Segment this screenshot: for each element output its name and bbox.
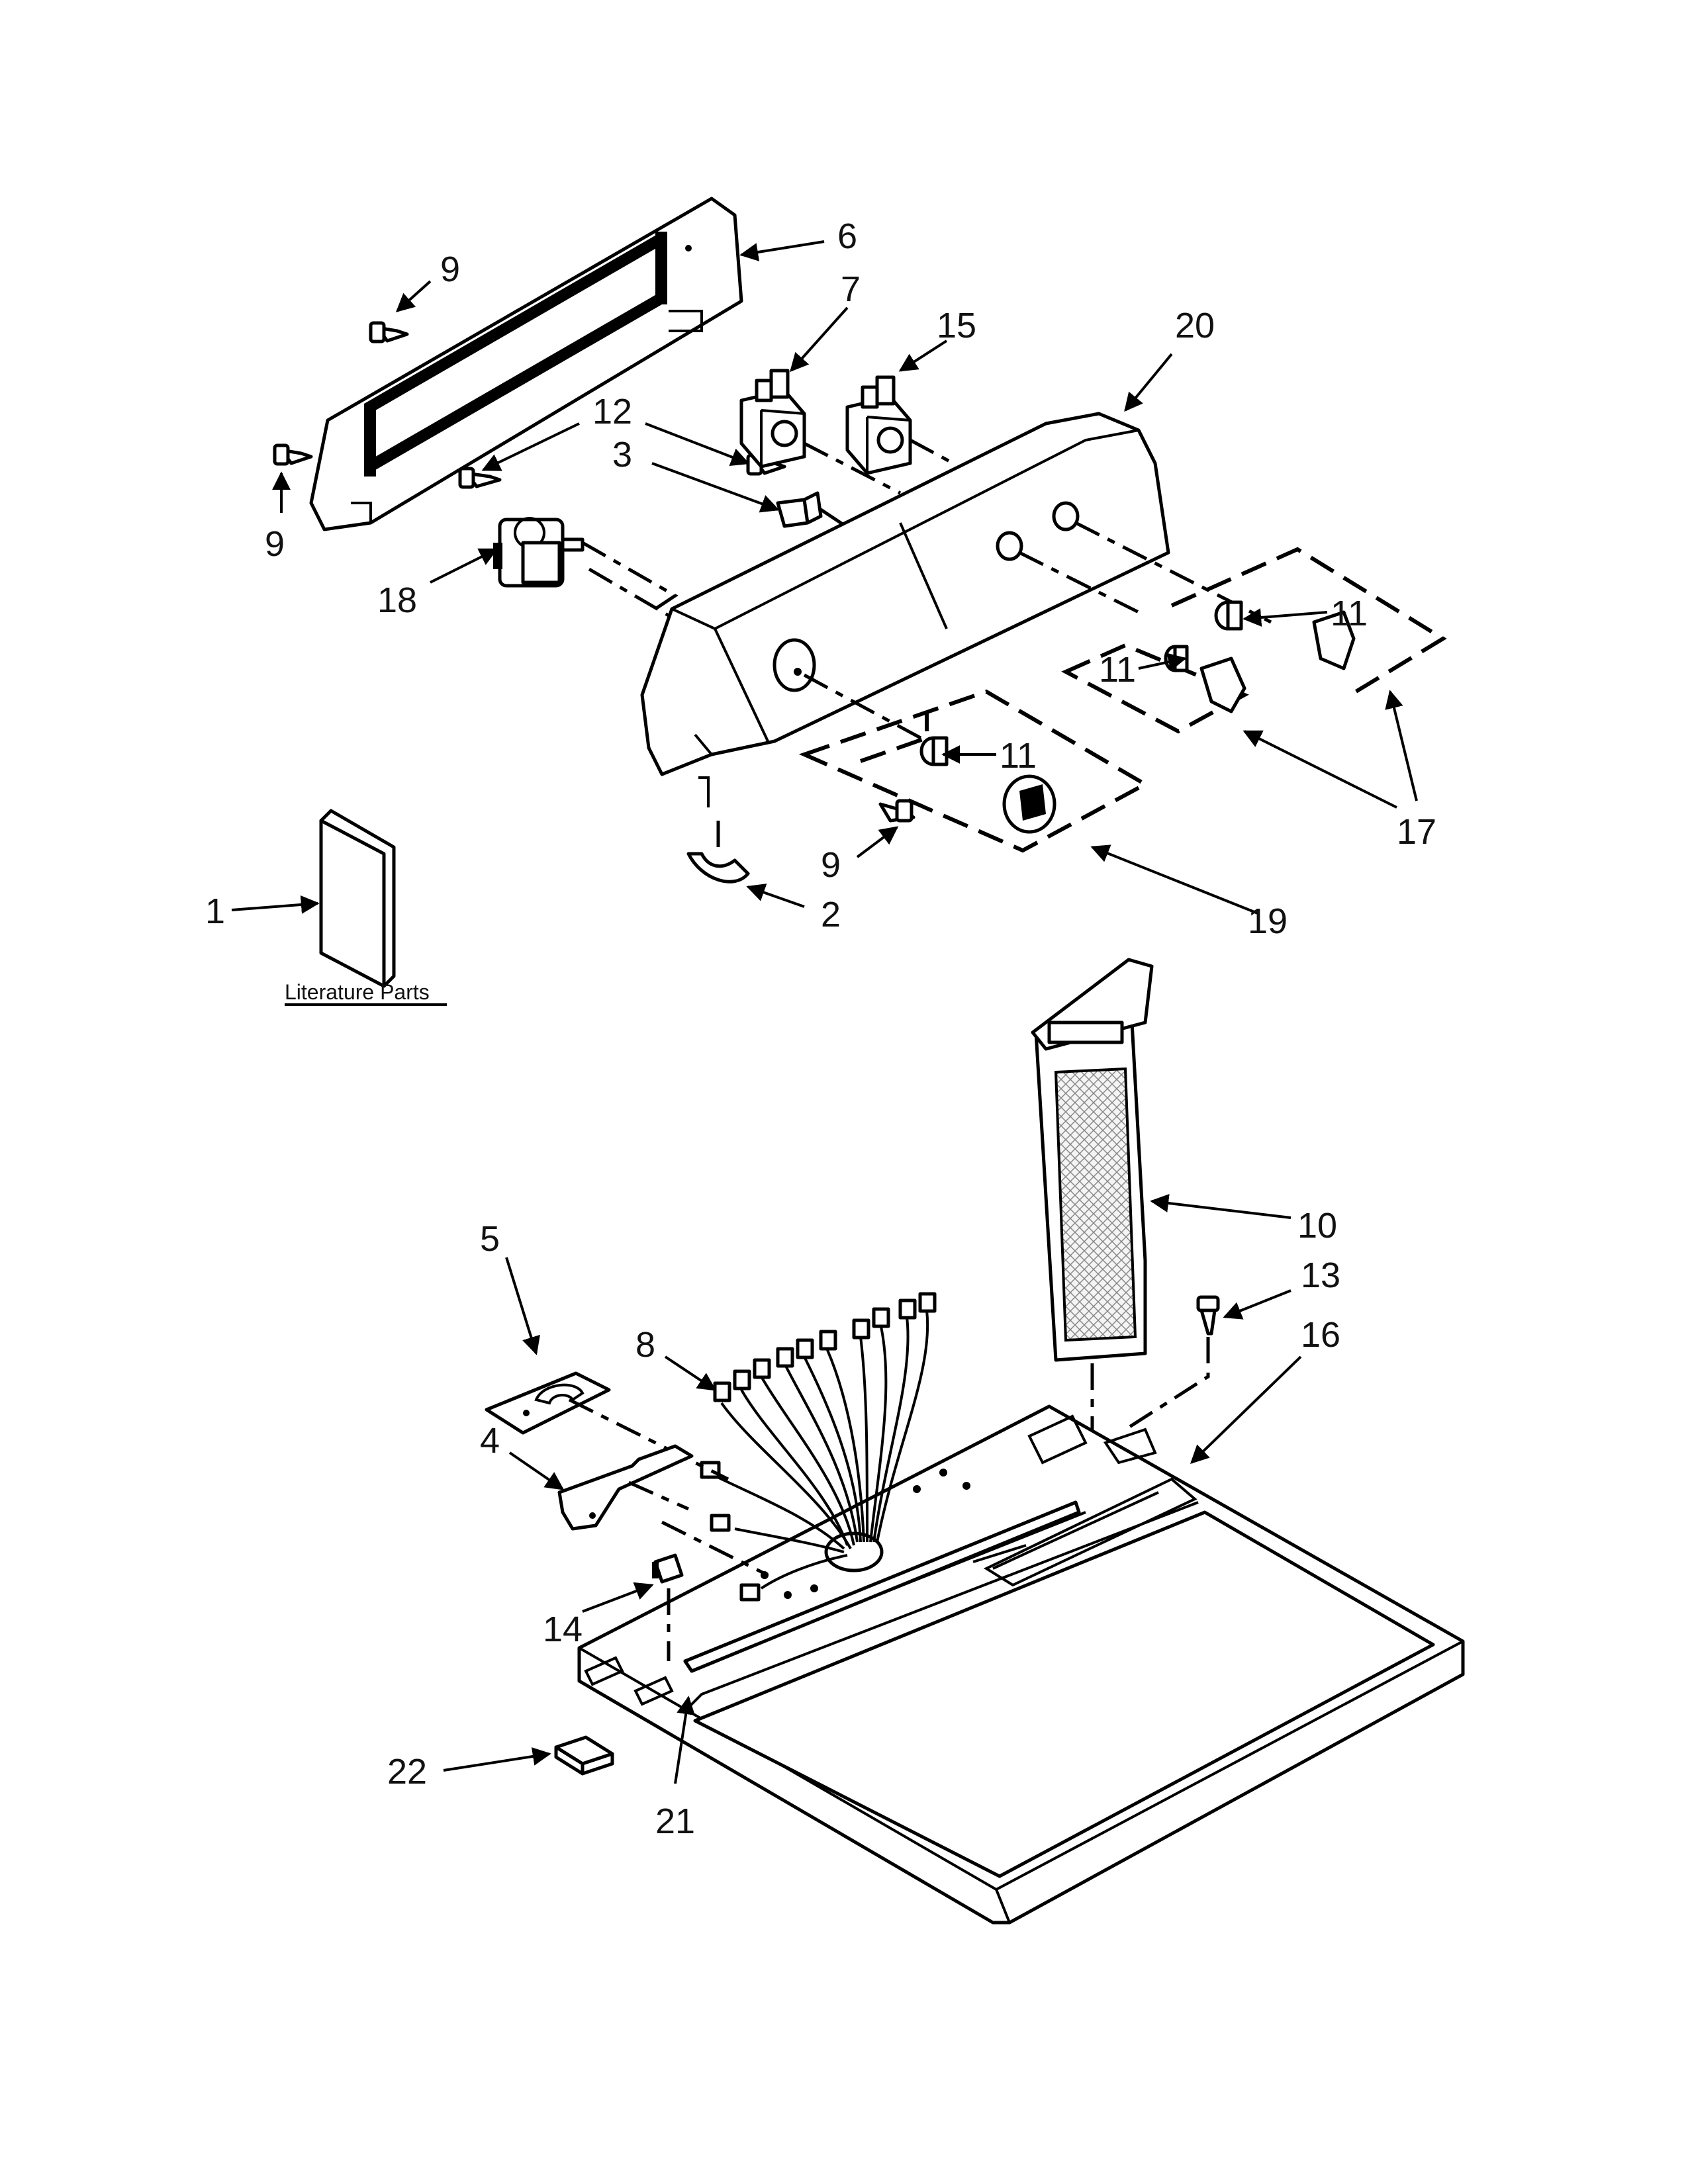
knob-box-19-inner xyxy=(860,711,929,763)
bracket-5-line xyxy=(568,1398,729,1481)
callout-9-left: 9 xyxy=(265,524,285,564)
strip-21 xyxy=(683,1500,1081,1673)
callout-19: 19 xyxy=(1248,901,1288,941)
switch-7-line xyxy=(803,441,902,495)
callout-11-center: 11 xyxy=(1099,650,1136,690)
timer-18 xyxy=(493,517,585,588)
bracket-5 xyxy=(485,1371,611,1435)
screw-13 xyxy=(1196,1295,1220,1336)
switch-15-line xyxy=(909,438,955,465)
callout-2: 2 xyxy=(821,895,841,934)
switch-15 xyxy=(845,375,912,475)
callout-7: 7 xyxy=(841,269,861,309)
callout-8: 8 xyxy=(635,1325,655,1365)
callout-9-lower: 9 xyxy=(821,845,841,885)
console-20 xyxy=(640,412,1170,807)
knob-box-17 xyxy=(1170,547,1447,697)
callout-14: 14 xyxy=(543,1610,583,1649)
knob-17-center xyxy=(1199,657,1246,713)
spring-11-upper xyxy=(1214,600,1243,631)
knob-shaft-line-center xyxy=(1018,551,1140,614)
callout-20: 20 xyxy=(1175,306,1215,345)
knob-17-right xyxy=(1312,610,1356,670)
callout-17: 17 xyxy=(1397,812,1436,852)
harness-line xyxy=(661,1520,769,1577)
wire-harness-8 xyxy=(700,1292,937,1602)
spring-11-lower xyxy=(919,736,949,766)
literature-book-1 xyxy=(319,809,396,988)
clip-14 xyxy=(652,1553,684,1584)
pad-22 xyxy=(554,1735,614,1776)
knob-box-17-center xyxy=(1061,643,1249,734)
callout-4: 4 xyxy=(480,1421,500,1461)
callout-5: 5 xyxy=(480,1219,500,1259)
screw-12-left xyxy=(458,467,502,489)
callout-9-top: 9 xyxy=(440,250,460,289)
callout-11-lower: 11 xyxy=(1000,736,1037,776)
clip-3 xyxy=(776,491,823,528)
callout-3: 3 xyxy=(612,435,632,475)
clip-2 xyxy=(686,852,750,884)
rear-panel-6 xyxy=(309,197,743,531)
literature-parts-label: Literature Parts xyxy=(285,980,430,1004)
knob-box-19 xyxy=(798,689,1150,853)
screw-9-left xyxy=(273,443,313,466)
callout-21: 21 xyxy=(655,1801,695,1841)
knob-shaft-line-19 xyxy=(803,673,928,743)
timer-shaft-line xyxy=(581,541,679,617)
callout-13: 13 xyxy=(1301,1255,1340,1295)
screw-9-upper xyxy=(369,321,409,343)
bracket-4 xyxy=(557,1444,694,1531)
callout-6: 6 xyxy=(837,216,857,256)
callout-22: 22 xyxy=(387,1752,427,1792)
switch-7 xyxy=(739,369,806,469)
screw-13-line xyxy=(1124,1337,1210,1432)
callout-15: 15 xyxy=(937,306,976,345)
callout-18: 18 xyxy=(377,580,417,620)
lint-filter-10 xyxy=(1031,958,1154,1362)
screw-9-lower xyxy=(878,799,915,823)
callout-16: 16 xyxy=(1301,1315,1340,1355)
callout-10: 10 xyxy=(1297,1206,1337,1246)
callout-labels: 6 9 7 15 20 12 3 9 18 11 11 11 17 9 2 19… xyxy=(205,216,1436,1841)
knob-19 xyxy=(1002,774,1056,834)
leader-lines xyxy=(231,240,1418,1784)
callout-12: 12 xyxy=(592,392,632,432)
callout-11-upper: 11 xyxy=(1331,594,1368,633)
bracket-4-line xyxy=(628,1480,690,1511)
callout-1: 1 xyxy=(205,891,225,931)
